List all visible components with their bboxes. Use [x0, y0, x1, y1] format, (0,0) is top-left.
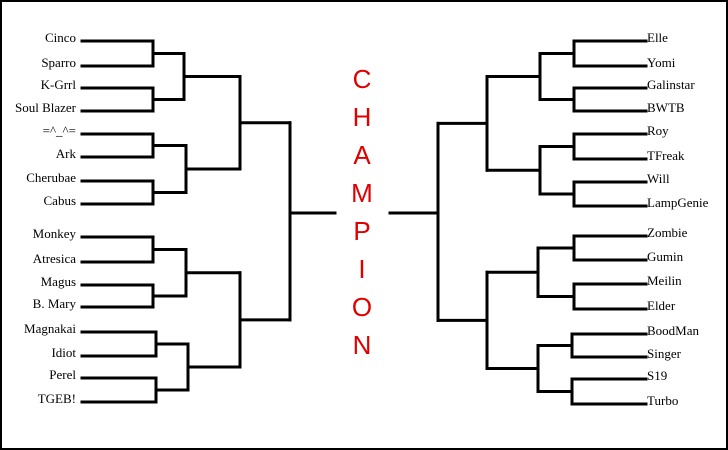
right-player-name: BoodMan — [647, 323, 699, 338]
right-player-name: Elder — [647, 298, 676, 313]
left-player-name: Atresica — [32, 251, 76, 266]
left-player-name: Cinco — [44, 30, 76, 45]
right-player-name: Will — [647, 171, 670, 186]
right-player-name: Yomi — [647, 55, 676, 70]
right-player-name: Singer — [647, 346, 681, 361]
right-player-name: Roy — [647, 123, 669, 138]
right-player-name: TFreak — [647, 148, 685, 163]
right-player-name: S19 — [647, 368, 668, 383]
right-player-name: BWTB — [647, 100, 685, 115]
right-player-name: Zombie — [647, 225, 688, 240]
champion-letter: I — [358, 254, 366, 284]
left-player-name: Soul Blazer — [14, 100, 76, 115]
right-player-name: Meilin — [647, 273, 682, 288]
champion-letter: P — [353, 216, 371, 246]
left-player-name: Magus — [40, 274, 76, 289]
left-player-name: TGEB! — [37, 391, 76, 406]
champion-letter: C — [352, 64, 372, 94]
right-player-name: Elle — [647, 30, 668, 45]
right-player-name: Turbo — [647, 393, 679, 408]
left-player-name: Monkey — [32, 226, 76, 241]
champion-letter: O — [351, 292, 373, 322]
champion-letter: A — [353, 140, 371, 170]
left-player-name: B. Mary — [32, 296, 76, 311]
left-player-name: Idiot — [51, 345, 76, 360]
left-player-name: Ark — [55, 146, 76, 161]
left-player-name: Perel — [49, 367, 76, 382]
right-player-name: Galinstar — [647, 77, 695, 92]
left-player-name: Sparro — [41, 55, 76, 70]
left-player-name: K-Grrl — [40, 77, 76, 92]
left-player-name: =^_^= — [42, 123, 76, 138]
right-player-name: Gumin — [647, 249, 684, 264]
left-player-name: Cabus — [43, 193, 77, 208]
left-player-name: Magnakai — [24, 321, 76, 336]
champion-letter: N — [352, 330, 372, 360]
left-player-name: Cherubae — [26, 170, 76, 185]
right-player-name: LampGenie — [647, 195, 709, 210]
champion-letter: H — [352, 102, 372, 132]
champion-letter: M — [351, 178, 373, 208]
